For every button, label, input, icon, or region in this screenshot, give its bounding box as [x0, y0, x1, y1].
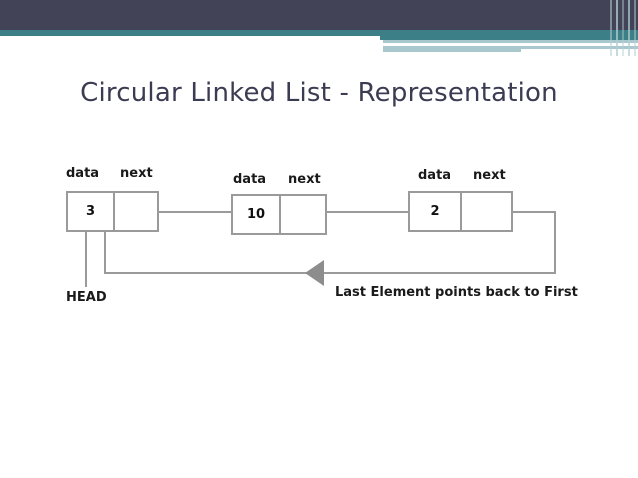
node-3-next-cell [462, 193, 511, 230]
banner-vertical-tick-3 [622, 0, 624, 56]
connector-node1-to-node2 [159, 211, 231, 213]
node-2-next-label: next [288, 172, 321, 187]
node-2-box: 10 [231, 194, 327, 235]
node-3-data-cell: 2 [410, 193, 462, 230]
loop-segment-left-vertical [104, 232, 106, 274]
node-3-data-label: data [418, 168, 452, 183]
banner-white-stripe-1 [383, 43, 587, 46]
banner-pale-stripe-2 [383, 46, 638, 52]
banner-vertical-tick-2 [616, 0, 618, 56]
node-2-data-cell: 10 [233, 196, 281, 233]
node-3-box: 2 [408, 191, 513, 232]
loop-arrowhead-icon [305, 260, 324, 286]
banner-vertical-tick-4 [628, 0, 630, 56]
banner-teal-band [0, 30, 638, 36]
connector-node2-to-node3 [327, 211, 408, 213]
node-3-next-label: next [473, 168, 506, 183]
loop-segment-top [513, 211, 556, 213]
slide-title: Circular Linked List - Representation [80, 78, 558, 108]
banner-dark-band [0, 0, 638, 30]
node-2-next-cell [281, 196, 325, 233]
node-1-next-label: next [120, 166, 153, 181]
banner-vertical-tick-5 [634, 0, 636, 56]
node-2-data-label: data [233, 172, 267, 187]
head-label: HEAD [66, 290, 107, 305]
head-pointer-line [85, 232, 87, 287]
loop-segment-bottom [104, 272, 556, 274]
node-1-data-cell: 3 [68, 193, 115, 230]
node-1-data-label: data [66, 166, 100, 181]
loop-caption: Last Element points back to First [335, 285, 578, 300]
node-1-next-cell [115, 193, 157, 230]
loop-segment-right-vertical [554, 211, 556, 274]
banner-pale-stripe-1 [383, 40, 638, 43]
banner-white-stripe-2 [383, 52, 521, 56]
banner-teal-block-right [380, 30, 638, 40]
banner-white-cutout-left [0, 36, 380, 56]
banner-white-stripe-3 [521, 49, 638, 56]
banner-vertical-tick-1 [610, 0, 612, 56]
top-decorative-banner [0, 0, 638, 56]
node-1-box: 3 [66, 191, 159, 232]
